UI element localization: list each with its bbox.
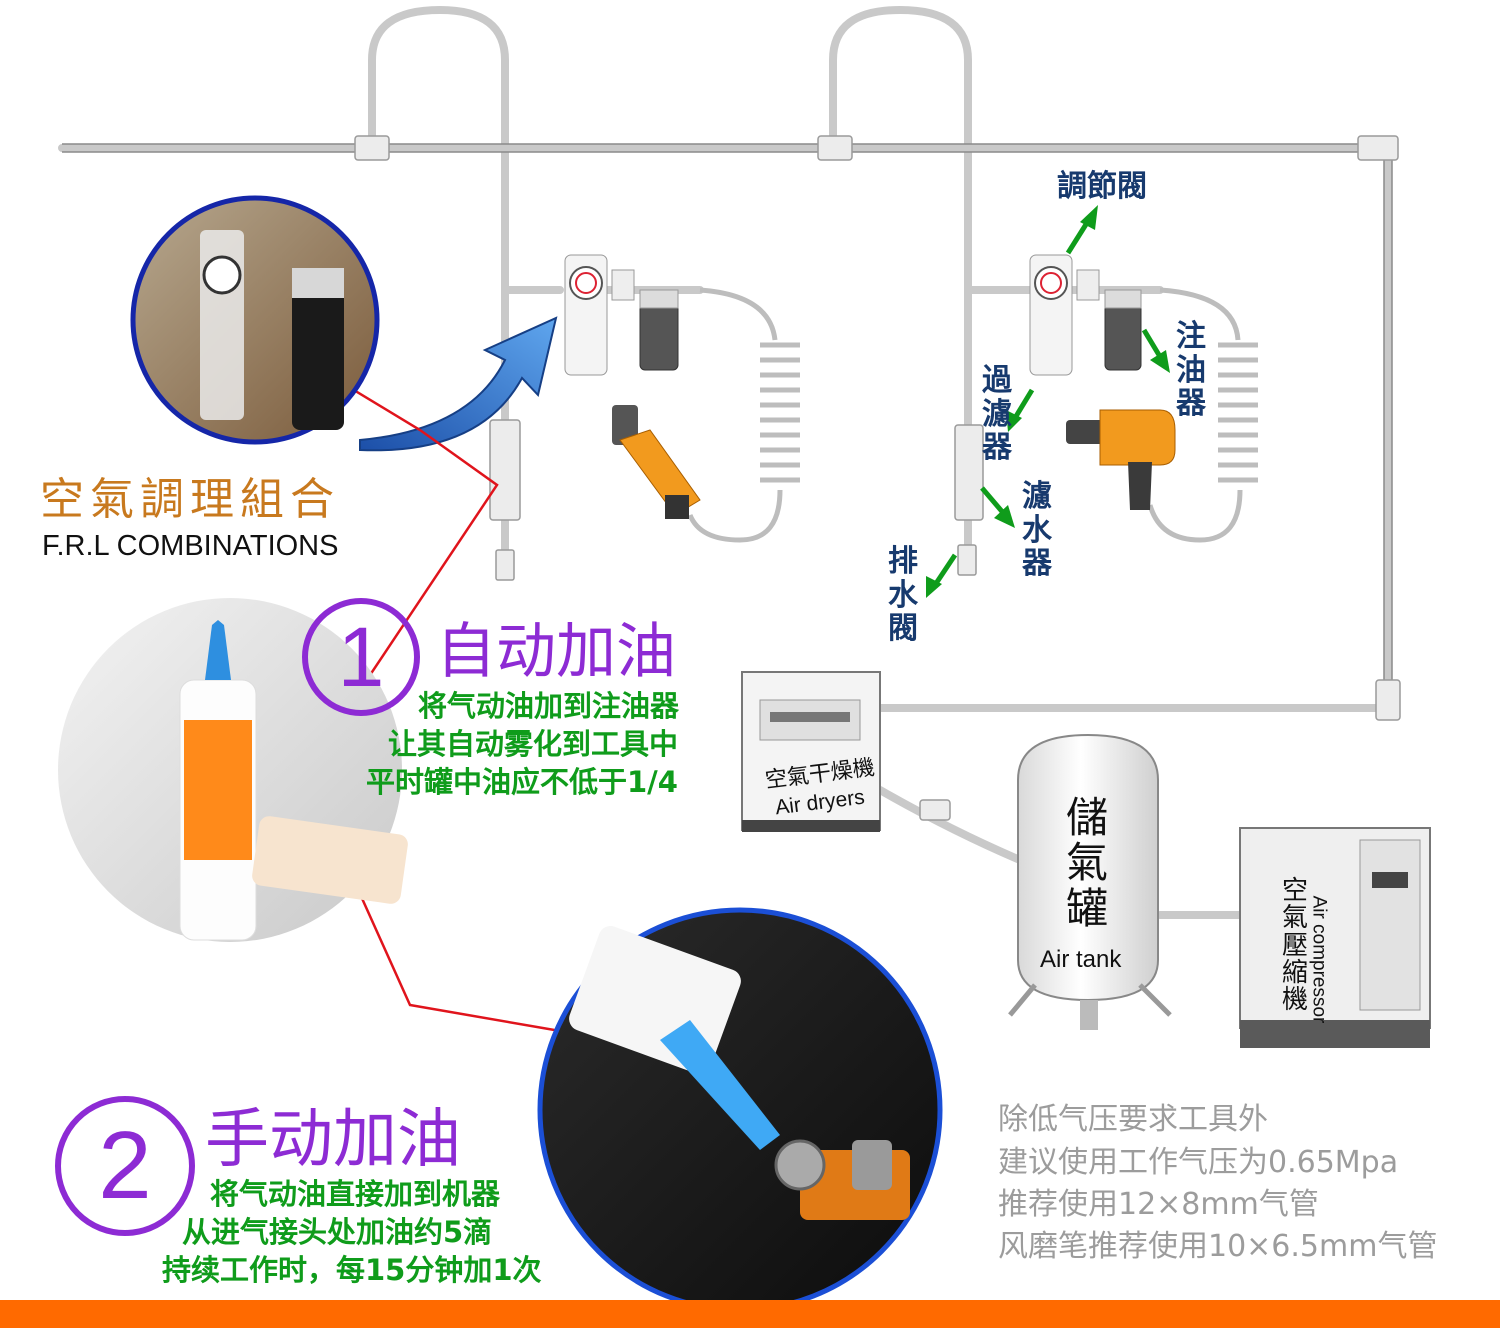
water-filter-label: 濾水器 xyxy=(1022,479,1052,582)
auto-oiling-line-2: 让其自动雾化到工具中 xyxy=(388,727,679,761)
manual-oiling-line-1: 将气动油直接加到机器 xyxy=(210,1177,501,1211)
air-tank xyxy=(1008,733,1172,1030)
step-2-badge: 2 xyxy=(55,1096,195,1236)
auto-oiling-line-1: 将气动油加到注油器 xyxy=(418,689,680,723)
frl-title-cn: 空氣調理組合 xyxy=(40,474,340,525)
frl-unit-left xyxy=(564,254,679,376)
regulator-label: 調節閥 xyxy=(1057,169,1147,204)
impact-wrench-tool xyxy=(1066,409,1176,510)
frl-unit-right xyxy=(1029,254,1142,376)
manual-oiling-line-3: 持续工作时，每15分钟加1次 xyxy=(162,1253,542,1287)
auto-oiling-title: 自动加油 xyxy=(436,617,676,687)
lubricator-label: 注油器 xyxy=(1176,319,1206,422)
frl-photo-circle xyxy=(130,195,380,445)
manual-oiling-photo xyxy=(537,907,943,1313)
auto-oiling-line-3: 平时罐中油应不低于1/4 xyxy=(366,765,678,799)
air-compressor-unit xyxy=(1239,827,1431,1048)
tank-label-cn: 儲氣罐 xyxy=(1066,793,1109,933)
tank-label-en: Air tank xyxy=(1040,946,1122,973)
manual-oiling-line-2: 从进气接头处加油约5滴 xyxy=(182,1215,493,1249)
compressor-label-en: Air compressor xyxy=(1308,895,1330,1024)
manual-oiling-title: 手动加油 xyxy=(205,1103,461,1177)
air-dryer-unit xyxy=(741,671,881,832)
frl-title-en: F.R.L COMBINATIONS xyxy=(42,530,339,562)
filter-label: 過濾器 xyxy=(982,363,1012,466)
note-line-3: 推荐使用12×8mm气管 xyxy=(998,1187,1319,1222)
note-line-1: 除低气压要求工具外 xyxy=(998,1102,1268,1137)
note-line-2: 建议使用工作气压为0.65Mpa xyxy=(998,1145,1399,1180)
coiled-hose-right xyxy=(1147,287,1258,543)
bottom-orange-bar xyxy=(0,1300,1500,1328)
pipe-fittings xyxy=(354,135,1401,821)
air-grinder-tool xyxy=(612,405,701,519)
pipe-network xyxy=(58,5,1392,919)
component-arrows xyxy=(926,205,1170,598)
note-line-4: 风磨笔推荐使用10×6.5mm气管 xyxy=(998,1229,1438,1264)
drain-valve-label: 排水閥 xyxy=(888,544,918,647)
compressor-label-cn: 空氣壓縮機 xyxy=(1282,876,1309,1016)
blue-curved-arrow xyxy=(359,316,558,452)
coiled-hose-left xyxy=(687,287,800,543)
step-1-badge: 1 xyxy=(302,598,420,716)
